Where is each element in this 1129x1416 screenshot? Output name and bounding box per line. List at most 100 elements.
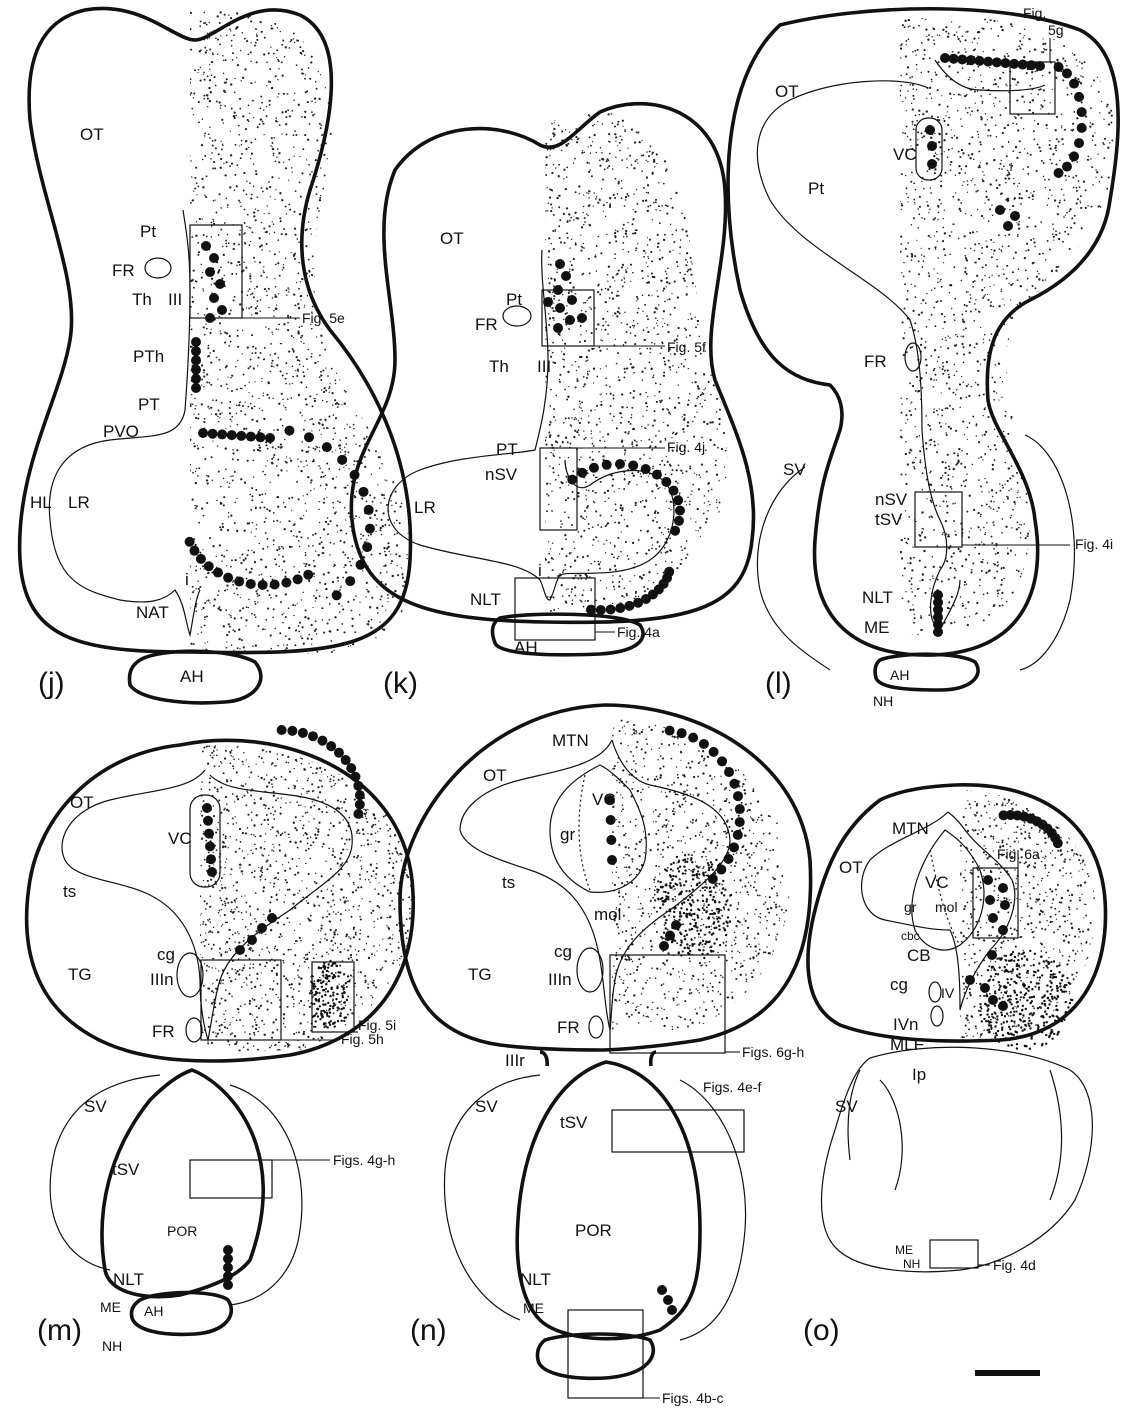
stipple-dot <box>356 68 358 70</box>
stipple-dot <box>734 615 736 617</box>
stipple-dot <box>1112 335 1114 337</box>
stipple-dot <box>288 47 290 49</box>
stipple-dot <box>337 75 339 77</box>
stipple-dot <box>751 383 753 385</box>
stipple-dot <box>410 391 411 392</box>
stipple-dot <box>590 590 592 592</box>
stipple-dot <box>755 395 756 396</box>
stipple-dot <box>263 213 264 214</box>
stipple-dot <box>300 517 302 519</box>
stipple-dot <box>741 286 742 287</box>
stipple-dot <box>360 538 361 539</box>
stipple-dot <box>349 301 351 303</box>
stipple-dot <box>276 364 278 366</box>
stipple-dot <box>566 111 568 113</box>
stipple-dot <box>692 185 694 187</box>
stipple-dot <box>315 600 316 601</box>
stipple-dot <box>360 158 362 160</box>
stipple-dot <box>352 151 354 153</box>
stipple-dot <box>273 155 275 157</box>
stipple-dot <box>626 594 628 596</box>
stipple-dot <box>355 653 357 655</box>
stipple-dot <box>355 595 357 597</box>
stipple-dot <box>366 82 368 84</box>
stipple-dot <box>574 419 575 420</box>
stipple-dot <box>356 333 358 335</box>
stipple-dot <box>317 150 319 152</box>
stipple-dot <box>236 185 238 187</box>
stipple-dot <box>266 290 267 291</box>
stipple-dot <box>320 267 322 269</box>
stipple-dot <box>227 482 228 483</box>
stipple-dot <box>310 482 312 484</box>
stipple-dot <box>349 228 351 230</box>
stipple-dot <box>216 212 218 214</box>
stipple-dot <box>318 509 320 511</box>
stipple-dot <box>241 388 243 390</box>
stipple-dot <box>683 278 685 280</box>
stipple-dot <box>214 598 216 600</box>
stipple-dot <box>195 610 197 612</box>
stipple-dot <box>548 432 550 434</box>
stipple-dot <box>626 367 628 369</box>
stipple-dot <box>680 587 682 589</box>
stipple-dot <box>251 499 253 501</box>
stipple-dot <box>719 211 721 213</box>
stipple-dot <box>546 483 548 485</box>
stipple-dot <box>549 196 551 198</box>
stipple-dot <box>230 17 232 19</box>
stipple-dot <box>365 356 367 358</box>
stipple-dot <box>216 357 218 359</box>
stipple-dot <box>232 458 234 460</box>
stipple-dot <box>739 492 740 493</box>
stipple-dot <box>231 40 233 42</box>
stipple-dot <box>741 419 742 420</box>
stipple-dot <box>630 264 632 266</box>
stipple-dot <box>320 476 322 478</box>
stipple-dot <box>756 280 758 282</box>
stipple-dot <box>314 533 316 535</box>
stipple-dot <box>373 204 375 206</box>
stipple-dot <box>543 128 545 130</box>
stipple-dot <box>618 181 620 183</box>
stipple-dot <box>1115 415 1116 416</box>
stipple-dot <box>711 561 713 563</box>
stipple-dot <box>271 27 273 29</box>
stipple-dot <box>632 325 633 326</box>
stipple-dot <box>614 280 615 281</box>
stipple-dot <box>669 159 671 161</box>
stipple-dot <box>219 526 221 528</box>
stipple-dot <box>304 306 305 307</box>
stipple-dot <box>337 500 339 502</box>
stipple-dot <box>736 482 738 484</box>
stipple-dot <box>283 613 284 614</box>
stipple-dot <box>202 159 204 161</box>
stipple-dot <box>376 586 377 587</box>
stipple-dot <box>355 80 357 82</box>
stipple-dot <box>1034 120 1035 121</box>
stipple-dot <box>330 225 332 227</box>
stipple-dot <box>407 468 408 469</box>
stipple-dot <box>392 481 394 483</box>
stipple-dot <box>683 167 685 169</box>
stipple-dot <box>684 328 686 330</box>
stipple-dot <box>725 599 727 601</box>
stipple-dot <box>1081 401 1083 403</box>
stipple-dot <box>344 554 346 556</box>
stipple-dot <box>542 610 543 611</box>
stipple-dot <box>340 452 341 453</box>
stipple-dot <box>284 528 286 530</box>
stipple-dot <box>204 421 206 423</box>
stipple-dot <box>709 183 710 184</box>
stipple-dot <box>324 18 326 20</box>
stipple-dot <box>586 575 588 577</box>
stipple-dot <box>227 388 229 390</box>
stipple-dot <box>304 111 306 113</box>
stipple-dot <box>581 402 583 404</box>
stipple-dot <box>284 506 286 508</box>
stipple-dot <box>637 163 638 164</box>
stipple-dot <box>348 468 349 469</box>
stipple-dot <box>737 618 739 620</box>
stipple-dot <box>584 221 586 223</box>
stipple-dot <box>319 582 321 584</box>
